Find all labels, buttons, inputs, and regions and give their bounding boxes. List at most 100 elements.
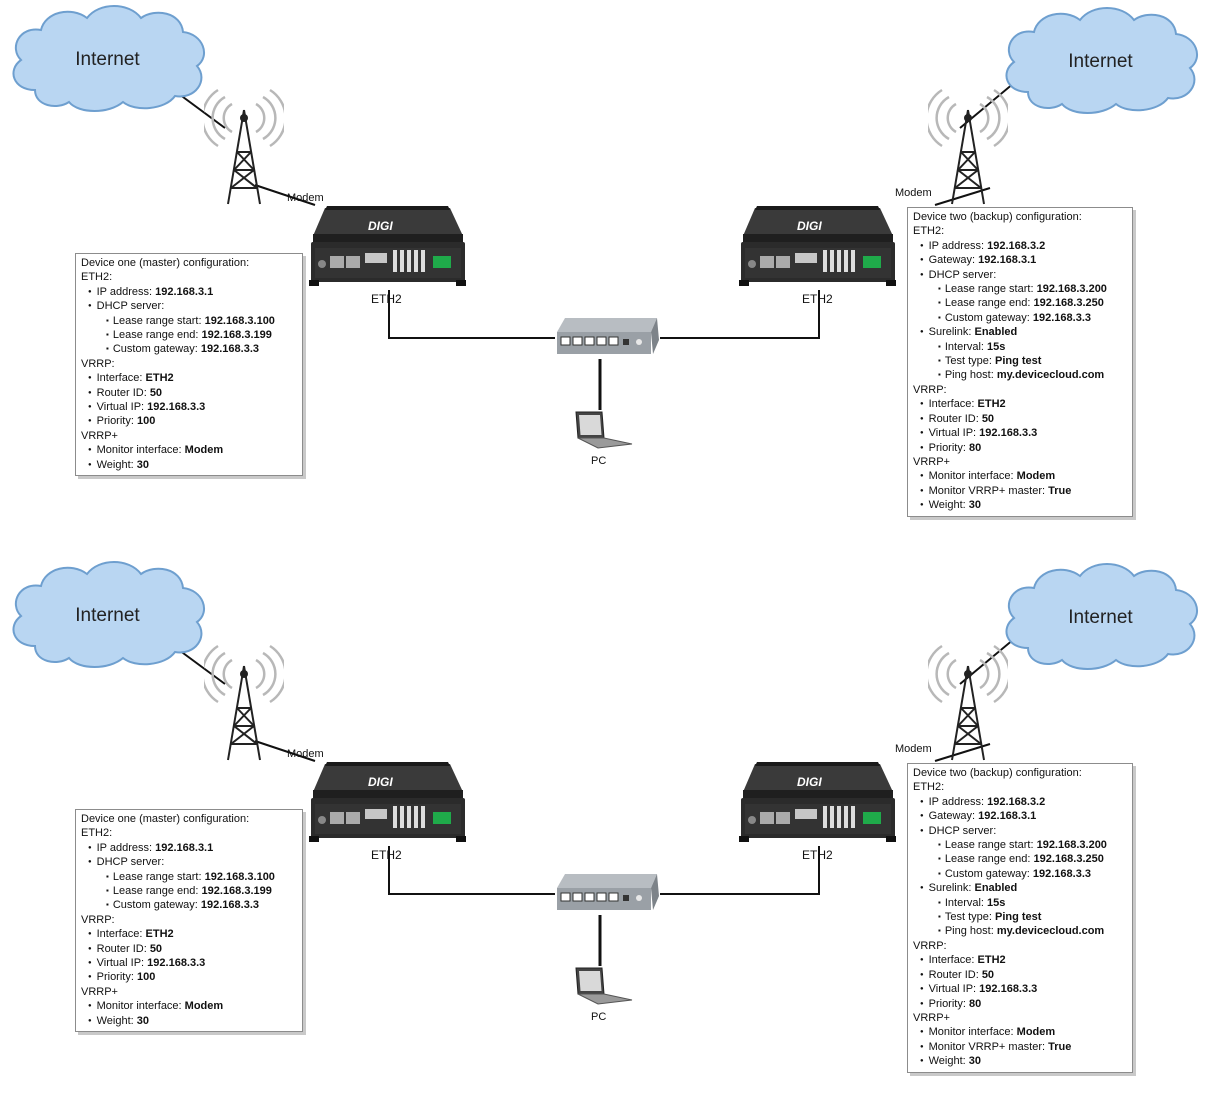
config-value: my.devicecloud.com xyxy=(996,369,1105,382)
config-line: Weight: 30 xyxy=(81,458,296,472)
pc-label: PC xyxy=(591,1011,607,1023)
config-section-heading: ETH2: xyxy=(913,225,945,238)
config-value: 15s xyxy=(987,896,1006,909)
config-value: 192.168.3.3 xyxy=(979,983,1038,996)
config-title: Device two (backup) configuration: xyxy=(913,767,1082,779)
config-line: Virtual IP: 192.168.3.3 xyxy=(81,400,296,414)
config-key: Interval: xyxy=(944,340,988,353)
config-value: 192.168.3.100 xyxy=(204,870,275,883)
config-key: Virtual IP: xyxy=(928,427,980,440)
config-key: Monitor VRRP+ master: xyxy=(928,1040,1049,1053)
config-line: Custom gateway: 192.168.3.3 xyxy=(913,867,1126,881)
config-key: Surelink: xyxy=(928,882,975,895)
config-key: Router ID: xyxy=(96,386,150,399)
config-key: Monitor interface: xyxy=(96,444,185,457)
config-key: Ping host: xyxy=(944,369,997,382)
config-value: 192.168.3.3 xyxy=(979,427,1038,440)
config-value: True xyxy=(1048,1040,1072,1053)
config-key: Monitor interface: xyxy=(928,470,1017,483)
config-value: 192.168.3.1 xyxy=(978,254,1037,267)
config-key: Weight: xyxy=(928,1055,969,1068)
config-key: Lease range start: xyxy=(112,870,205,883)
device-two-config-box: Device two (backup) configuration: ETH2:… xyxy=(907,763,1133,1073)
internet-cloud-left: Internet xyxy=(5,4,210,114)
config-value: 30 xyxy=(968,1055,982,1068)
config-line: Lease range end: 192.168.3.199 xyxy=(81,884,296,898)
config-key: Weight: xyxy=(96,1014,137,1027)
config-line: Interface: ETH2 xyxy=(913,953,1126,967)
config-value: ETH2 xyxy=(977,954,1006,967)
config-value: 192.168.3.3 xyxy=(147,957,206,970)
cell-tower-icon xyxy=(928,638,1008,763)
cell-tower-icon xyxy=(928,82,1008,207)
network-switch-icon xyxy=(553,314,663,360)
config-line: Priority: 80 xyxy=(913,997,1126,1011)
config-line: VRRP+ xyxy=(913,455,1126,469)
config-key: Router ID: xyxy=(96,942,150,955)
config-value: 50 xyxy=(981,968,995,981)
config-line: Monitor interface: Modem xyxy=(913,1025,1126,1039)
config-line: DHCP server: xyxy=(81,855,296,869)
config-line: VRRP+ xyxy=(81,985,296,999)
eth2-label-right: ETH2 xyxy=(802,292,833,306)
internet-cloud-left: Internet xyxy=(5,560,210,670)
config-value: 192.168.3.3 xyxy=(200,343,260,356)
config-line: VRRP: xyxy=(81,357,296,371)
config-section-heading: VRRP: xyxy=(913,939,947,952)
eth2-label-left: ETH2 xyxy=(371,292,402,306)
config-line: VRRP: xyxy=(81,913,296,927)
config-value: 80 xyxy=(968,441,982,454)
config-line: Lease range end: 192.168.3.250 xyxy=(913,296,1126,310)
config-key: Custom gateway: xyxy=(112,343,201,356)
config-line: Lease range end: 192.168.3.199 xyxy=(81,328,296,342)
config-value: 192.168.3.3 xyxy=(1032,311,1092,324)
config-key: Lease range start: xyxy=(944,839,1037,852)
config-value: ETH2 xyxy=(977,398,1006,411)
router-device-icon xyxy=(305,756,470,844)
router-device-icon xyxy=(735,756,900,844)
config-line: Router ID: 50 xyxy=(913,412,1126,426)
config-line: Interval: 15s xyxy=(913,896,1126,910)
cell-tower-icon xyxy=(204,82,284,207)
network-switch-icon xyxy=(553,870,663,916)
config-line: VRRP+ xyxy=(81,429,296,443)
config-section-heading: VRRP+ xyxy=(81,429,118,442)
config-key: DHCP server: xyxy=(928,268,997,281)
config-key: Monitor interface: xyxy=(96,1000,185,1013)
config-line: IP address: 192.168.3.1 xyxy=(81,841,296,855)
config-value: 192.168.3.2 xyxy=(987,239,1046,252)
config-line: IP address: 192.168.3.2 xyxy=(913,239,1126,253)
config-value: ETH2 xyxy=(145,372,174,385)
config-section-heading: ETH2: xyxy=(81,827,113,840)
internet-cloud-right: Internet xyxy=(998,562,1203,672)
config-key: IP address: xyxy=(928,795,988,808)
config-value: True xyxy=(1048,484,1072,497)
config-line: Weight: 30 xyxy=(913,1054,1126,1068)
config-line: Interface: ETH2 xyxy=(913,397,1126,411)
config-key: Test type: xyxy=(944,911,995,924)
config-key: Lease range end: xyxy=(944,297,1034,310)
laptop-icon xyxy=(568,410,634,450)
config-key: Test type: xyxy=(944,355,995,368)
config-section-heading: ETH2: xyxy=(913,781,945,794)
config-line: Test type: Ping test xyxy=(913,910,1126,924)
device-brand: DIGI xyxy=(797,775,822,789)
config-line: Lease range start: 192.168.3.200 xyxy=(913,838,1126,852)
config-key: Lease range end: xyxy=(112,885,202,898)
config-value: 50 xyxy=(981,412,995,425)
device-brand: DIGI xyxy=(368,775,393,789)
config-line: Monitor interface: Modem xyxy=(81,999,296,1013)
config-value: 192.168.3.3 xyxy=(1032,867,1092,880)
config-line: DHCP server: xyxy=(913,824,1126,838)
config-key: Weight: xyxy=(928,499,969,512)
config-value: 192.168.3.2 xyxy=(987,795,1046,808)
config-key: Interface: xyxy=(928,398,978,411)
config-value: Modem xyxy=(184,444,224,457)
config-key: IP address: xyxy=(96,285,156,298)
config-key: Weight: xyxy=(96,458,137,471)
config-section-heading: VRRP+ xyxy=(81,985,118,998)
config-line: Router ID: 50 xyxy=(81,942,296,956)
config-value: 50 xyxy=(149,386,163,399)
cloud-label: Internet xyxy=(1068,607,1133,628)
config-value: 192.168.3.3 xyxy=(200,899,260,912)
